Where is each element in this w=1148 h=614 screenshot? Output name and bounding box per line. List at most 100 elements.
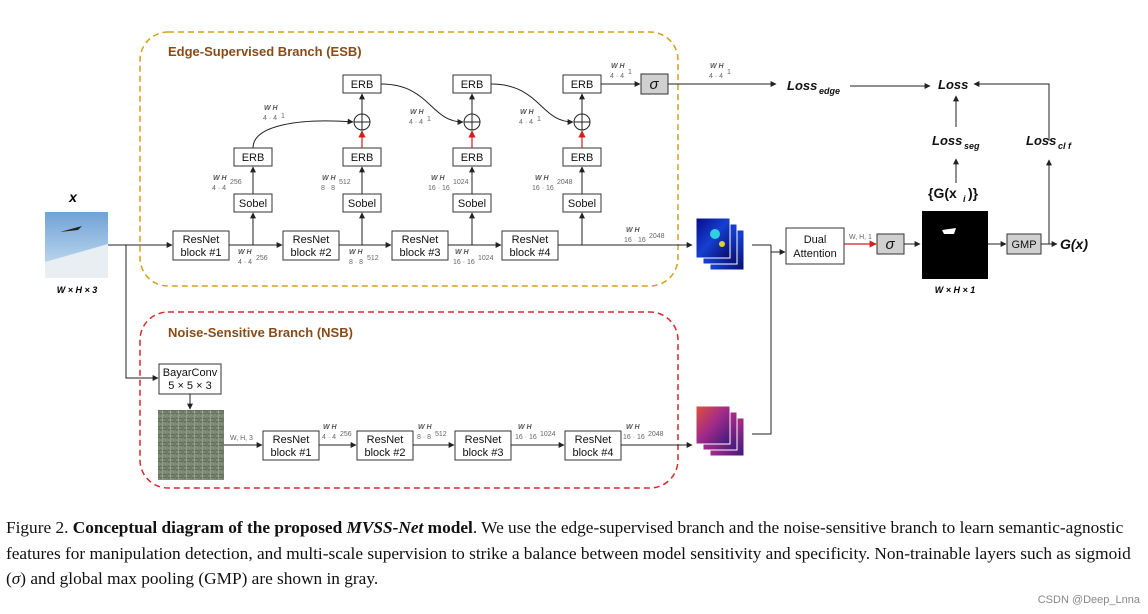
svg-text:ResNet: ResNet bbox=[183, 234, 220, 246]
svg-text:16 · 16: 16 · 16 bbox=[515, 434, 537, 441]
predicted-mask bbox=[922, 211, 988, 279]
esb-dim-512: W H 8 · 8 512 bbox=[349, 249, 379, 266]
dual-attention-block: Dual Attention bbox=[785, 227, 845, 265]
svg-text:ERB: ERB bbox=[351, 152, 374, 164]
svg-text:BayarConv: BayarConv bbox=[163, 367, 218, 379]
svg-text:512: 512 bbox=[367, 255, 379, 262]
sobel-2: Sobel bbox=[342, 193, 382, 213]
svg-text:ERB: ERB bbox=[461, 79, 484, 91]
svg-text:seg: seg bbox=[964, 141, 980, 151]
nsb-dim-whc3: W, H, 3 bbox=[230, 435, 253, 442]
input-image bbox=[45, 212, 108, 278]
svg-text:16 · 16: 16 · 16 bbox=[623, 434, 645, 441]
svg-text:1024: 1024 bbox=[540, 431, 556, 438]
svg-text:Attention: Attention bbox=[793, 248, 836, 260]
svg-text:W H: W H bbox=[431, 175, 446, 182]
svg-text:512: 512 bbox=[435, 431, 447, 438]
svg-text:1: 1 bbox=[537, 116, 541, 123]
svg-text:ERB: ERB bbox=[351, 79, 374, 91]
svg-text:4 · 4: 4 · 4 bbox=[322, 434, 336, 441]
svg-text:Sobel: Sobel bbox=[239, 198, 267, 210]
erb-lower-2: ERB bbox=[342, 147, 382, 167]
svg-text:1024: 1024 bbox=[478, 255, 494, 262]
sobel-1: Sobel bbox=[233, 193, 273, 213]
esb-container bbox=[139, 31, 679, 287]
input-label: x bbox=[68, 189, 78, 205]
svg-text:W H: W H bbox=[349, 249, 364, 256]
bayarconv-block: BayarConv 5 × 5 × 3 bbox=[158, 363, 222, 395]
svg-text:W H: W H bbox=[626, 227, 641, 234]
svg-text:Loss: Loss bbox=[1026, 133, 1056, 148]
svg-text:2048: 2048 bbox=[649, 233, 665, 240]
sobel-3: Sobel bbox=[452, 193, 492, 213]
svg-text:512: 512 bbox=[339, 179, 351, 186]
sobel-4: Sobel bbox=[562, 193, 602, 213]
svg-text:4 · 4: 4 · 4 bbox=[238, 259, 252, 266]
svg-text:block #4: block #4 bbox=[573, 447, 614, 459]
svg-text:5 × 5 × 3: 5 × 5 × 3 bbox=[168, 380, 211, 392]
svg-text:ERB: ERB bbox=[461, 152, 484, 164]
sum-node-3 bbox=[573, 113, 591, 131]
mask-size-label: W × H × 1 bbox=[935, 285, 976, 295]
svg-text:1: 1 bbox=[427, 116, 431, 123]
svg-text:ERB: ERB bbox=[242, 152, 265, 164]
loss-seg: Loss seg bbox=[932, 133, 980, 151]
erb-upper-1: ERB bbox=[342, 74, 382, 94]
loss-total: Loss bbox=[938, 77, 968, 92]
svg-text:σ: σ bbox=[649, 76, 659, 93]
nsb-title: Noise-Sensitive Branch (NSB) bbox=[168, 325, 353, 340]
svg-text:Sobel: Sobel bbox=[568, 198, 596, 210]
svg-text:4 · 4: 4 · 4 bbox=[409, 119, 423, 126]
svg-text:16 · 16: 16 · 16 bbox=[428, 185, 450, 192]
esb-dim-1024: W H 16 · 16 1024 bbox=[453, 249, 494, 266]
svg-text:cl f: cl f bbox=[1058, 141, 1072, 151]
svg-text:W H: W H bbox=[410, 109, 425, 116]
dim-after-erb: W H4 · 41 bbox=[610, 63, 632, 80]
svg-text:{G(x: {G(x bbox=[928, 185, 957, 201]
esb-resnet-block-2: ResNet block #2 bbox=[282, 230, 340, 261]
gx-output: G(x) bbox=[1060, 236, 1088, 252]
esb-feature-maps bbox=[695, 217, 745, 271]
svg-text:4 · 4: 4 · 4 bbox=[610, 73, 624, 80]
erb-lower-3: ERB bbox=[452, 147, 492, 167]
svg-text:1: 1 bbox=[281, 113, 285, 120]
nsb-resnet-block-2: ResNet block #2 bbox=[356, 430, 414, 461]
svg-text:W H: W H bbox=[535, 175, 550, 182]
esb-dim-2048: W H 16 · 16 2048 bbox=[624, 227, 665, 244]
gx-set-label: {G(x i )} bbox=[928, 185, 979, 204]
svg-text:block #4: block #4 bbox=[510, 247, 551, 259]
nsb-resnet-block-3: ResNet block #3 bbox=[454, 430, 512, 461]
svg-text:8 · 8: 8 · 8 bbox=[321, 185, 335, 192]
svg-text:block #2: block #2 bbox=[365, 447, 406, 459]
svg-text:W H: W H bbox=[710, 63, 725, 70]
mvss-net-diagram: Edge-Supervised Branch (ESB) Noise-Sensi… bbox=[45, 31, 1088, 489]
svg-text:4 · 4: 4 · 4 bbox=[263, 115, 277, 122]
svg-text:block #3: block #3 bbox=[463, 447, 504, 459]
sigmoid-seg: σ bbox=[876, 233, 905, 255]
svg-text:16 · 16: 16 · 16 bbox=[453, 259, 475, 266]
svg-text:Sobel: Sobel bbox=[348, 198, 376, 210]
svg-text:256: 256 bbox=[256, 255, 268, 262]
svg-text:4 · 4: 4 · 4 bbox=[519, 119, 533, 126]
svg-text:4 · 4: 4 · 4 bbox=[709, 73, 723, 80]
svg-text:W H: W H bbox=[264, 105, 279, 112]
curve-dim-1: W H 4 · 4 1 bbox=[263, 105, 285, 122]
svg-text:8 · 8: 8 · 8 bbox=[417, 434, 431, 441]
svg-text:2048: 2048 bbox=[557, 179, 573, 186]
nsb-resnet-block-1: ResNet block #1 bbox=[262, 430, 320, 461]
erb-lower-4: ERB bbox=[562, 147, 602, 167]
esb-resnet-block-4: ResNet block #4 bbox=[501, 230, 559, 261]
svg-text:W H: W H bbox=[455, 249, 470, 256]
svg-text:W H: W H bbox=[518, 424, 533, 431]
svg-text:Dual: Dual bbox=[804, 234, 827, 246]
svg-text:ResNet: ResNet bbox=[512, 234, 549, 246]
input-size-label: W × H × 3 bbox=[57, 285, 98, 295]
svg-text:Loss: Loss bbox=[787, 78, 817, 93]
esb-resnet-block-1: ResNet block #1 bbox=[172, 230, 230, 261]
loss-edge: Loss edge bbox=[787, 78, 840, 96]
svg-text:ResNet: ResNet bbox=[367, 434, 404, 446]
